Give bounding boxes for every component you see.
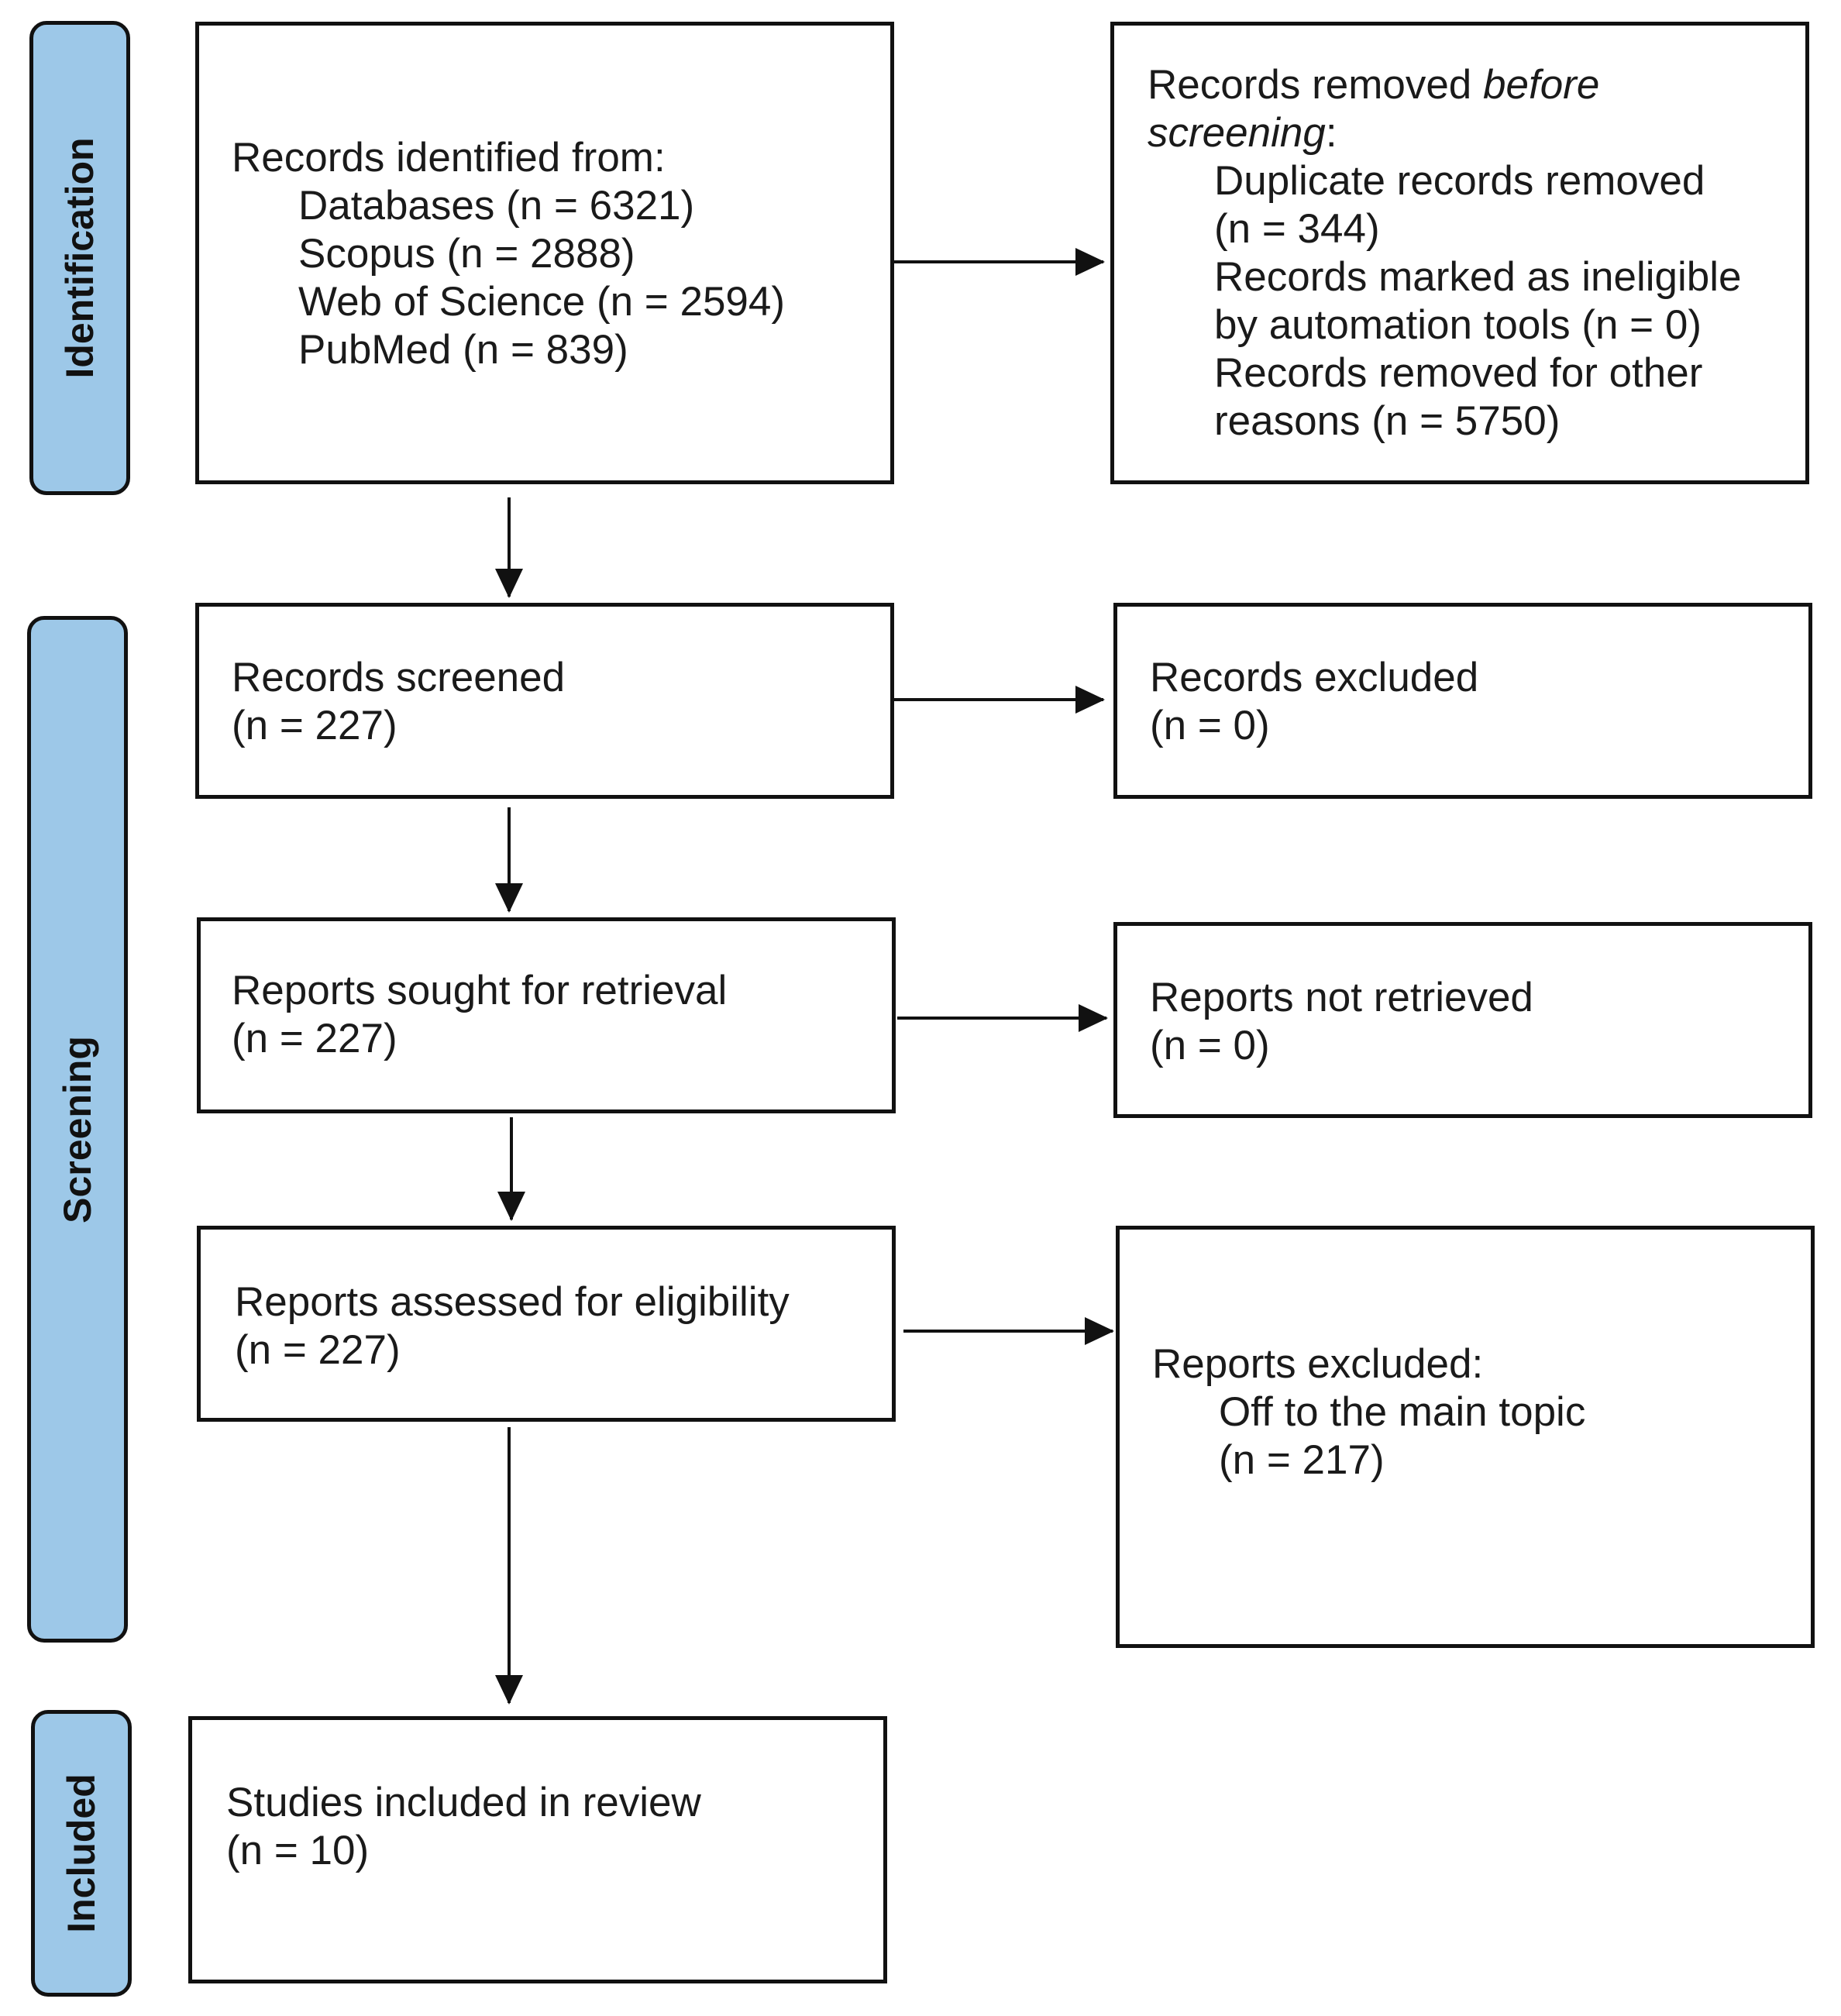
removed-other-count: reasons (n = 5750) — [1214, 398, 1561, 444]
identified-source-pubmed: PubMed (n = 839) — [298, 327, 628, 373]
reports-sought-label: Reports sought for retrieval — [232, 968, 728, 1013]
reports-excluded-count: (n = 217) — [1219, 1437, 1385, 1483]
records-removed-box — [1110, 22, 1809, 484]
reports-assessed-box — [197, 1226, 896, 1422]
phase-included: Included — [31, 1710, 132, 1997]
reports-excluded-text: Reports excluded: Off to the main topic … — [1152, 1340, 1585, 1484]
records-removed-heading-line1: Records removed before — [1148, 61, 1742, 109]
records-screened-count: (n = 227) — [232, 703, 397, 748]
removed-automation-label: Records marked as ineligible — [1214, 254, 1742, 300]
records-excluded-text: Records excluded (n = 0) — [1150, 654, 1478, 750]
records-identified-text: Records identified from: Databases (n = … — [232, 134, 785, 374]
records-excluded-label: Records excluded — [1150, 655, 1479, 700]
records-screened-label: Records screened — [232, 655, 566, 700]
records-removed-text: Records removed before screening: Duplic… — [1148, 61, 1742, 446]
records-identified-heading: Records identified from: — [232, 135, 666, 181]
records-excluded-count: (n = 0) — [1150, 703, 1270, 748]
reports-excluded-reason: Off to the main topic — [1219, 1389, 1586, 1435]
reports-assessed-label: Reports assessed for eligibility — [235, 1279, 790, 1325]
records-screened-text: Records screened (n = 227) — [232, 654, 565, 750]
identified-source-databases: Databases (n = 6321) — [298, 183, 695, 229]
reports-assessed-text: Reports assessed for eligibility (n = 22… — [235, 1278, 790, 1374]
records-removed-heading-italic-before: before — [1483, 62, 1600, 108]
records-removed-heading-line2: screening: — [1148, 109, 1742, 157]
reports-not-retrieved-text: Reports not retrieved (n = 0) — [1150, 974, 1533, 1070]
removed-duplicates-label: Duplicate records removed — [1214, 158, 1705, 204]
reports-not-retrieved-box — [1113, 922, 1812, 1118]
records-removed-heading-italic-screening: screening — [1148, 110, 1326, 156]
records-removed-heading-pre: Records removed — [1148, 62, 1484, 108]
removed-duplicates-count: (n = 344) — [1214, 206, 1380, 252]
reports-sought-box — [197, 917, 896, 1113]
records-excluded-box — [1113, 603, 1812, 799]
reports-excluded-box — [1116, 1226, 1815, 1648]
reports-excluded-heading: Reports excluded: — [1152, 1341, 1484, 1387]
reports-assessed-count: (n = 227) — [235, 1327, 401, 1373]
records-removed-heading-colon: : — [1325, 110, 1337, 156]
studies-included-text: Studies included in review (n = 10) — [226, 1779, 701, 1875]
phase-identification: Identification — [29, 21, 130, 495]
reports-not-retrieved-label: Reports not retrieved — [1150, 975, 1533, 1020]
removed-automation-count: by automation tools (n = 0) — [1214, 302, 1702, 348]
reports-not-retrieved-count: (n = 0) — [1150, 1023, 1270, 1068]
phase-screening: Screening — [27, 616, 128, 1643]
studies-included-label: Studies included in review — [226, 1780, 701, 1825]
studies-included-box — [188, 1716, 887, 1983]
removed-other-label: Records removed for other — [1214, 350, 1703, 396]
identified-source-scopus: Scopus (n = 2888) — [298, 231, 635, 277]
reports-sought-count: (n = 227) — [232, 1016, 397, 1061]
identified-source-wos: Web of Science (n = 2594) — [298, 279, 786, 325]
reports-sought-text: Reports sought for retrieval (n = 227) — [232, 967, 727, 1063]
studies-included-count: (n = 10) — [226, 1828, 370, 1873]
records-identified-box — [195, 22, 894, 484]
records-screened-box — [195, 603, 894, 799]
